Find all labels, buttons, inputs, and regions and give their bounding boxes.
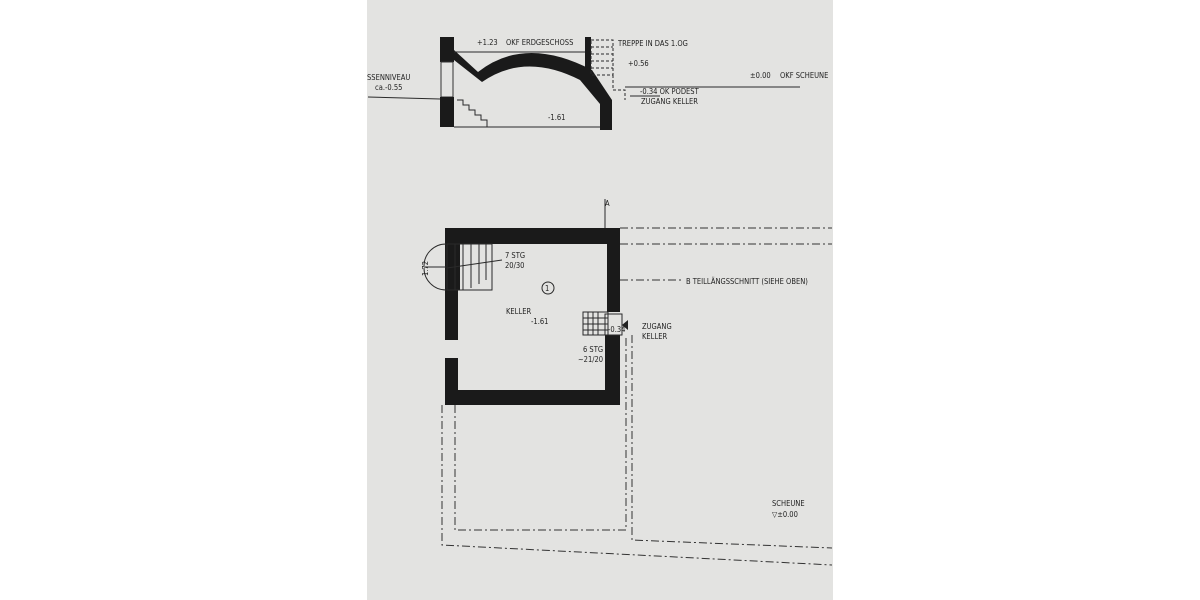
room-name: KELLER <box>506 307 531 316</box>
barn-level: ▽±0.00 <box>772 510 798 519</box>
level-top: +1.23 <box>477 38 498 47</box>
ground-label: SSENNIVEAU <box>367 73 410 82</box>
room-level: -1.61 <box>531 317 548 326</box>
entry-label-1: ZUGANG <box>642 322 672 331</box>
section-b-label: B TEILLÄNGSSCHNITT (SIEHE OBEN) <box>686 277 808 286</box>
entry-label-2: KELLER <box>642 332 667 341</box>
width-dimension: 1.72 <box>421 261 430 276</box>
stair-up-label: TREPPE IN DAS 1.OG <box>617 39 688 48</box>
stair2-ratio: ~21/20 <box>578 355 603 364</box>
room-number: 1 <box>545 284 549 293</box>
level-056: +0.56 <box>628 59 649 68</box>
barn-label: SCHEUNE <box>772 499 805 508</box>
podest-label: -0.34 OK PODEST <box>640 87 700 96</box>
section-a-marker: A <box>605 199 610 208</box>
stair2-count: 6 STG <box>583 345 603 354</box>
okf-eg-label: OKF ERDGESCHOSS <box>506 38 573 47</box>
okf-scheune-label: OKF SCHEUNE <box>780 71 828 80</box>
stair-ratio: 20/30 <box>505 261 524 270</box>
floor-level: -1.61 <box>548 113 565 122</box>
zugang-label: ZUGANG KELLER <box>641 97 698 106</box>
ground-level: ca.-0.55 <box>375 83 402 92</box>
section-view: +1.23 OKF ERDGESCHOSS TREPPE IN DAS 1.OG… <box>367 37 828 130</box>
level-000: ±0.00 <box>750 71 771 80</box>
entry-level: -0.34 <box>608 325 625 334</box>
stair-count: 7 STG <box>505 251 525 260</box>
plan-view: A 7 STG 20/30 1.72 1 KELLER -1.61 B TEIL… <box>421 199 833 566</box>
